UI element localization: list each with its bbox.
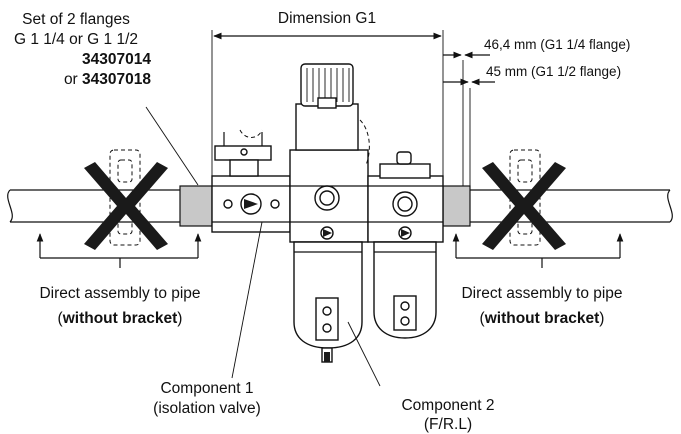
right-direct-assembly: Direct assembly to pipe (without bracket… [452,233,624,327]
right-bracket-crossed [482,149,566,250]
dimension-g1-label: Dimension G1 [278,10,376,27]
flanges-or-text: or [64,71,82,88]
component1-label-line2: (isolation valve) [153,400,261,417]
left-assembly-label-line2: (without bracket) [58,310,183,327]
flanges-label-line2: G 1 1/4 or G 1 1/2 [14,31,138,48]
component1-label-line1: Component 1 [160,380,253,397]
right-pipe [470,189,673,223]
right-assembly-label-line2: (without bracket) [480,310,605,327]
flange-dim-label-1: 46,4 mm (G1 1/4 flange) [484,37,630,52]
filter-lubricator-unit [367,151,444,339]
flanges-code-2: 34307018 [82,71,151,88]
left-pipe [7,189,180,223]
left-flange [179,185,213,227]
component1-callout: Component 1 (isolation valve) [153,221,263,417]
flanges-code-1: 34307014 [82,51,151,68]
isolation-valve [211,129,291,233]
component2-label-line2: (F/R.L) [424,416,472,433]
right-assembly-label-line1: Direct assembly to pipe [461,285,622,302]
flanges-label-line1: Set of 2 flanges [22,11,130,28]
component2-label-line1: Component 2 [401,397,494,414]
right-cross-icon [482,162,566,250]
regulator-bowl [293,241,363,363]
left-assembly-label-line1: Direct assembly to pipe [39,285,200,302]
regulator-unit [289,63,370,243]
right-flange [442,185,471,227]
left-bracket-crossed [84,149,168,250]
left-cross-icon [84,162,168,250]
flanges-code-line: or 34307018 [64,71,151,88]
flanges-label-group: Set of 2 flanges G 1 1/4 or G 1 1/2 3430… [14,11,199,186]
component2-callout: Component 2 (F/R.L) [347,321,495,433]
left-direct-assembly: Direct assembly to pipe (without bracket… [36,233,202,327]
flange-dimension: 46,4 mm (G1 1/4 flange) 45 mm (G1 1/2 fl… [443,37,630,200]
dimension-g1: Dimension G1 [211,10,444,200]
flange-dim-label-2: 45 mm (G1 1/2 flange) [486,64,621,79]
